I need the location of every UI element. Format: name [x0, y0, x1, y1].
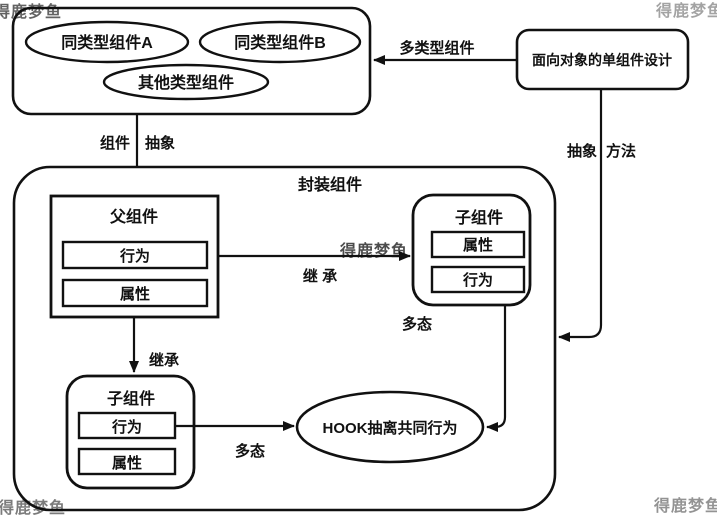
abstract-label: 抽象: [145, 134, 175, 152]
parent-title: 父组件: [109, 207, 158, 226]
group-box: 同类型组件A 同类型组件B 其他类型组件: [11, 6, 372, 116]
abstract-method-arrow: [558, 89, 603, 342]
same-type-b-label: 同类型组件B: [234, 33, 326, 52]
child-right-attribute-box: [430, 230, 526, 259]
child-right-to-hook-arrow: [486, 305, 507, 432]
parent-box: 父组件 行为 属性: [49, 194, 220, 319]
same-type-b-ellipse: [198, 20, 362, 64]
child-right-behavior-label: 行为: [462, 271, 493, 289]
inherit-vertical-label: 继承: [149, 351, 179, 369]
same-type-a-label: 同类型组件A: [61, 33, 153, 52]
parent-behavior-label: 行为: [119, 247, 150, 265]
watermark-bottom-left: 得鹿梦鱼: [0, 498, 66, 517]
inherit-horizontal-label: 继 承: [303, 267, 337, 285]
parent-attribute-box: [61, 278, 209, 308]
child-bottom-behavior-box: [77, 411, 177, 440]
child-bottom-behavior-label: 行为: [111, 418, 142, 436]
other-type-label: 其他类型组件: [138, 73, 234, 92]
encapsulate-label: 封装组件: [298, 175, 362, 194]
child-bottom-attribute-box: [77, 447, 177, 476]
same-type-a-ellipse: [24, 20, 190, 64]
child-bottom-title: 子组件: [107, 389, 155, 408]
child-box-bottom: 子组件 行为 属性: [65, 374, 196, 490]
child-right-attribute-label: 属性: [463, 236, 493, 254]
child-right-title: 子组件: [455, 208, 503, 227]
single-design-box: 面向对象的单组件设计: [515, 28, 690, 91]
child-bottom-attribute-label: 属性: [112, 454, 142, 472]
single-design-label: 面向对象的单组件设计: [532, 52, 672, 68]
poly-bottom-label: 多态: [235, 442, 265, 460]
other-type-ellipse: [102, 63, 270, 101]
abstract2-label: 抽象: [567, 142, 597, 160]
parent-attribute-label: 属性: [120, 285, 150, 303]
component-label: 组件: [100, 134, 130, 152]
child-right-behavior-box: [430, 265, 526, 294]
multi-type-label: 多类型组件: [399, 39, 474, 57]
parent-behavior-box: [61, 240, 209, 270]
poly-right-label: 多态: [402, 315, 432, 333]
watermark-top-left: 得鹿梦鱼: [0, 2, 62, 21]
hook-label: HOOK抽离共同行为: [322, 419, 457, 437]
watermark-bottom-right: 得鹿梦鱼: [653, 496, 717, 515]
watermark-top-right: 得鹿梦鱼: [655, 1, 717, 20]
watermark-center: 得鹿梦鱼: [339, 241, 408, 260]
method-label: 方法: [606, 142, 636, 160]
hook-ellipse: [295, 390, 485, 464]
child-box-right: 子组件 属性 行为: [411, 193, 532, 307]
